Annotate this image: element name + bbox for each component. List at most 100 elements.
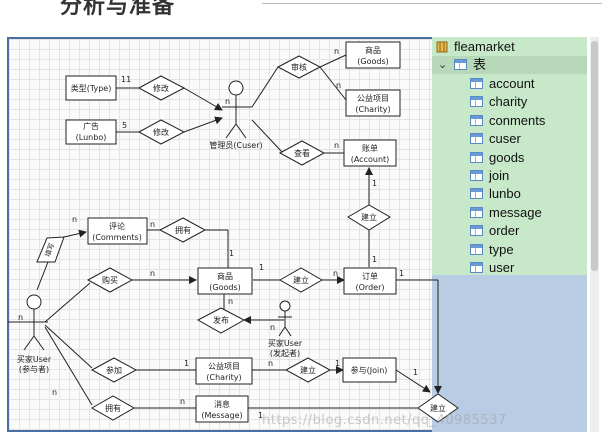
card: n — [150, 269, 155, 278]
entity-charity: 公益项目 (Charity) — [195, 357, 253, 385]
card: 1 — [259, 263, 264, 272]
card: n — [334, 141, 339, 150]
entity-goods-top: 商品 (Goods) — [345, 41, 401, 69]
entity-join: 参与(Join) — [342, 357, 397, 383]
page-heading: 分析与准备 — [60, 0, 176, 19]
edge — [319, 66, 347, 101]
svg-text:拥有: 拥有 — [105, 403, 121, 413]
relation-create-1: 建立 — [347, 204, 391, 231]
table-name: order — [489, 223, 520, 239]
card: 11 — [121, 75, 131, 84]
tree-table-item[interactable]: order — [470, 222, 519, 240]
table-icon — [470, 206, 483, 218]
tree-table-item[interactable]: lunbo — [470, 185, 521, 203]
database-icon — [436, 41, 448, 53]
tree-table-item[interactable]: account — [470, 75, 535, 93]
relation-create-3: 建立 — [284, 357, 332, 383]
relation-modify-1: 修改 — [137, 75, 186, 101]
tree-table-item[interactable]: user — [470, 259, 514, 277]
card: 1 — [335, 359, 340, 368]
svg-text:参加: 参加 — [106, 365, 122, 375]
card: n — [228, 297, 233, 306]
table-icon — [470, 243, 483, 255]
entity-charity-top: 公益项目 (Charity) — [345, 89, 401, 117]
svg-text:(Account): (Account) — [351, 155, 390, 164]
table-name: user — [489, 260, 515, 275]
card: 1 — [184, 359, 189, 368]
buyer-label-2: (参与者) — [19, 364, 49, 374]
table-icon — [470, 151, 483, 163]
tree-table-item[interactable]: join — [470, 167, 509, 185]
database-name: fleamarket — [454, 39, 515, 54]
svg-text:(Message): (Message) — [201, 411, 242, 420]
svg-text:修改: 修改 — [153, 83, 169, 93]
edge — [63, 229, 87, 238]
tree-table-item[interactable]: goods — [470, 149, 524, 167]
table-icon — [470, 114, 483, 126]
card: 5 — [122, 121, 127, 130]
entity-goods: 商品 (Goods) — [197, 267, 253, 295]
tree-table-item[interactable]: type — [470, 241, 514, 259]
table-icon — [470, 170, 483, 181]
table-icon — [470, 262, 483, 273]
svg-text:公益项目: 公益项目 — [357, 93, 389, 103]
buyer-label-1: 买家User — [17, 354, 52, 364]
svg-text:类型(Type): 类型(Type) — [71, 83, 112, 93]
edge — [251, 66, 279, 108]
tree-table-item[interactable]: conments — [470, 112, 545, 130]
cardinality-labels: 11 5 n n n n 1 n n 1 n n n 1 n 1 1 1 n 1… — [18, 47, 418, 420]
admin-label: 管理员(Cuser) — [209, 140, 262, 150]
svg-text:建立: 建立 — [300, 365, 316, 375]
tree-table-item[interactable]: message — [470, 204, 542, 222]
table-name: account — [489, 76, 535, 91]
card: n — [180, 397, 185, 406]
relation-own-2: 拥有 — [90, 395, 136, 421]
svg-text:建立: 建立 — [361, 212, 377, 222]
edge — [183, 116, 223, 133]
card: n — [52, 388, 57, 397]
tree-database-node[interactable]: fleamarket — [432, 38, 587, 56]
relation-publish: 发布 — [196, 307, 246, 334]
table-icon — [470, 133, 483, 145]
relation-create-4: 建立 — [417, 393, 459, 423]
admin-actor — [222, 80, 252, 139]
edge — [319, 54, 347, 68]
card: n — [334, 47, 339, 56]
svg-text:广告: 广告 — [83, 121, 99, 131]
entity-order: 订单 (Order) — [343, 267, 397, 295]
svg-text:(Order): (Order) — [356, 283, 385, 292]
svg-text:公益项目: 公益项目 — [208, 361, 240, 371]
table-name: lunbo — [489, 186, 521, 202]
relation-participate: 参加 — [90, 357, 138, 383]
edge — [44, 282, 91, 323]
table-name: type — [489, 241, 514, 257]
relation-modify-2: 修改 — [137, 119, 186, 145]
table-icon — [470, 78, 483, 89]
tree-folder-node[interactable]: ⌄ 表 — [432, 56, 587, 74]
svg-text:发布: 发布 — [213, 315, 229, 325]
edge — [36, 261, 49, 291]
tree-table-item[interactable]: cuser — [470, 130, 521, 148]
entity-comments: 评论 (Comments) — [87, 217, 148, 245]
scrollbar-thumb[interactable] — [591, 41, 598, 271]
scrollbar[interactable] — [590, 37, 599, 432]
svg-text:购买: 购买 — [102, 275, 118, 285]
card: n — [270, 323, 275, 332]
watermark: https://blog.csdn.net/qq_40985537 — [262, 413, 507, 428]
entity-message: 消息 (Message) — [195, 395, 249, 423]
relation-write: 填写 — [36, 236, 65, 263]
card: 1 — [413, 368, 418, 377]
card: n — [18, 313, 23, 322]
svg-text:评论: 评论 — [109, 221, 125, 231]
tables-folder-icon — [454, 59, 467, 70]
chevron-down-icon[interactable]: ⌄ — [438, 59, 448, 71]
svg-text:拥有: 拥有 — [175, 225, 191, 235]
edge — [395, 369, 431, 393]
svg-text:订单: 订单 — [362, 271, 378, 281]
svg-text:(Lunbo): (Lunbo) — [76, 133, 107, 142]
tree-table-item[interactable]: charity — [470, 93, 527, 111]
edge — [44, 326, 93, 406]
table-icon — [470, 188, 483, 200]
table-name: charity — [489, 94, 528, 110]
relation-audit: 审核 — [276, 55, 322, 79]
